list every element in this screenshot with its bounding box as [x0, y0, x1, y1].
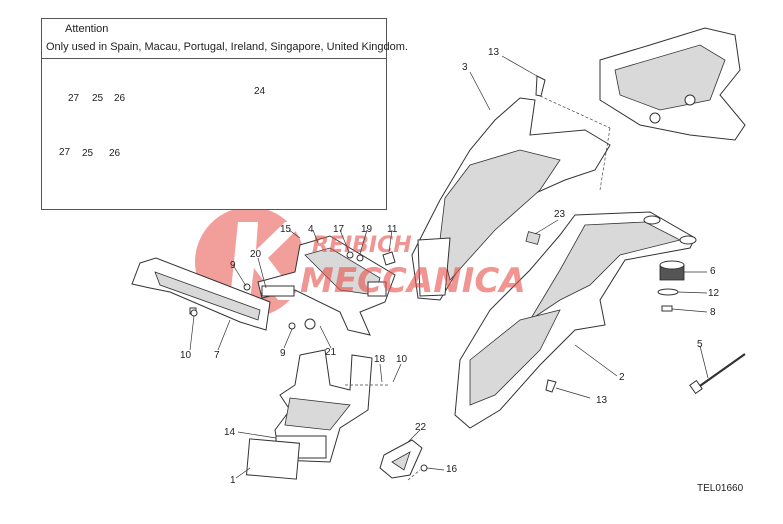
screw-13-bottom: [545, 379, 557, 393]
callout-22: 22: [415, 422, 427, 433]
callout-8: 8: [710, 307, 716, 318]
callout-25-upper: 25: [92, 93, 104, 104]
callout-13-top: 13: [488, 47, 500, 58]
callout-26-lower: 26: [109, 148, 121, 159]
plate-holder-14: [274, 349, 373, 463]
callout-26-upper: 26: [114, 93, 126, 104]
callout-2: 2: [619, 372, 625, 383]
callout-17: 17: [333, 224, 345, 235]
callout-5: 5: [697, 339, 703, 350]
callout-24: 24: [254, 86, 266, 97]
attention-title: Attention: [65, 23, 109, 35]
callout-1: 1: [230, 475, 236, 486]
rear-undertray: [454, 211, 697, 429]
screw-13-top: [535, 75, 546, 97]
clip-22: [379, 439, 428, 479]
callout-11: 11: [387, 224, 398, 235]
plate-1: [245, 438, 301, 480]
callout-21: 21: [325, 347, 337, 358]
rubber-mount-set: [657, 260, 685, 312]
callout-18: 18: [374, 354, 386, 365]
watermark-text: REIBICH MECCANICA: [300, 233, 526, 301]
callout-14: 14: [224, 427, 236, 438]
callout-15: 15: [280, 224, 292, 235]
callout-19: 19: [361, 224, 373, 235]
callout-12: 12: [708, 288, 720, 299]
cable-tie-5: [689, 353, 746, 395]
callout-3: 3: [462, 62, 468, 73]
callout-10-right: 10: [396, 354, 408, 365]
callout-10-left: 10: [180, 350, 192, 361]
reference-code: TEL01660: [697, 483, 744, 494]
license-bracket-center: [190, 235, 396, 336]
callout-9-left: 9: [230, 260, 236, 271]
attention-header: Attention Only used in Spain, Macau, Por…: [42, 19, 408, 59]
callout-27-lower: 27: [59, 147, 71, 158]
callout-16: 16: [446, 464, 458, 475]
callout-7: 7: [214, 350, 220, 361]
callout-4: 4: [308, 224, 314, 235]
callout-20: 20: [250, 249, 262, 260]
callout-25-lower: 25: [82, 148, 94, 159]
callout-9-right: 9: [280, 348, 286, 359]
attention-box: Attention Only used in Spain, Macau, Por…: [41, 18, 408, 210]
attention-text: Only used in Spain, Macau, Portugal, Ire…: [46, 41, 408, 53]
watermark-line1: REIBICH: [312, 233, 412, 258]
callout-13-bottom: 13: [596, 395, 608, 406]
callout-6: 6: [710, 266, 716, 277]
bracket-7: [131, 257, 271, 331]
clip-23: [525, 231, 541, 245]
callout-23: 23: [554, 209, 566, 220]
upper-frame-fragment: [599, 27, 746, 141]
rear-fender: [411, 97, 611, 301]
watermark-line2: MECCANICA: [300, 261, 526, 301]
callout-27-upper: 27: [68, 93, 80, 104]
